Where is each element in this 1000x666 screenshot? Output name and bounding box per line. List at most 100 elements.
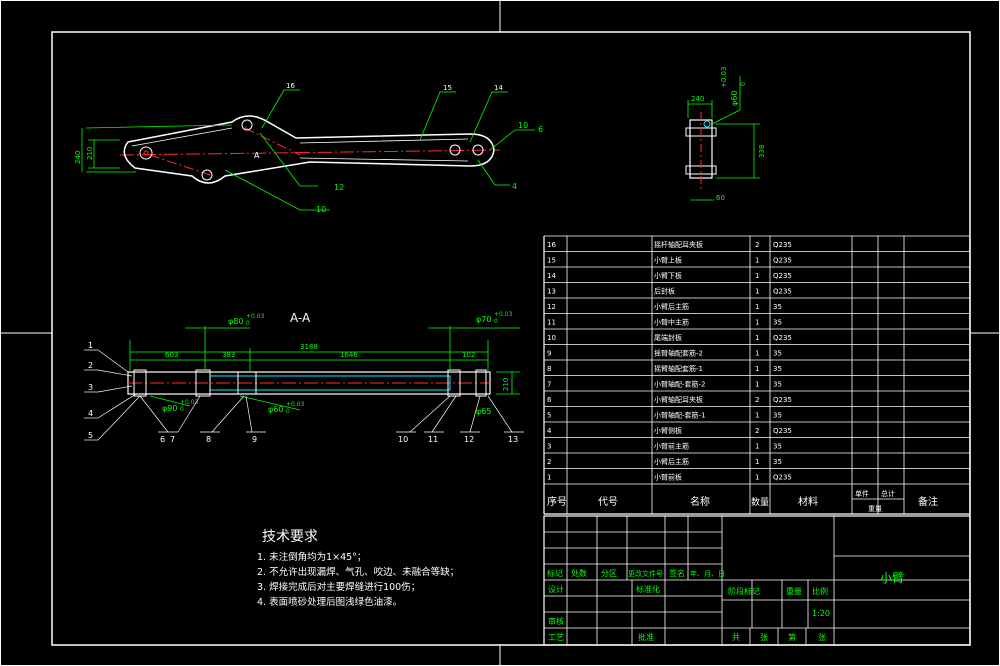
bom-row-name: 小臂后主筋 bbox=[654, 302, 689, 311]
bom-header-total: 总计 bbox=[881, 489, 895, 498]
bom-row-qty: 1 bbox=[755, 365, 759, 373]
svg-text:◦: ◦ bbox=[244, 124, 248, 131]
bom-row-name: 小臂上板 bbox=[654, 256, 682, 265]
bom-row-no: 8 bbox=[547, 365, 551, 373]
bom-row-qty: 1 bbox=[755, 412, 759, 420]
part-ref-15: 15 bbox=[443, 84, 452, 92]
bom-row-no: 6 bbox=[547, 396, 552, 404]
section-label: A-A bbox=[290, 311, 311, 325]
bom-row-name: 小臂中主筋 bbox=[654, 318, 689, 327]
bom-row-no: 9 bbox=[547, 350, 551, 358]
bom-row-qty: 2 bbox=[755, 396, 759, 404]
side-dim-338: 338 bbox=[758, 145, 766, 158]
bom-row-material: 35 bbox=[773, 319, 782, 327]
bom-row-name: 小臂侧板 bbox=[654, 426, 682, 435]
tb-part-name: 小臂 bbox=[880, 571, 904, 585]
tech-req-title: 技术要求 bbox=[262, 529, 318, 545]
bom-header-note: 备注 bbox=[918, 495, 938, 508]
tech-requirements: 技术要求 1. 未注倒角均为1×45°； 2. 不允许出现漏焊、气孔、咬边、未融… bbox=[257, 529, 459, 608]
callout-9: 9 bbox=[252, 435, 257, 444]
sec-dim-102: 102 bbox=[462, 351, 475, 359]
dim-210: 210 bbox=[86, 147, 94, 160]
bom-row-qty: 1 bbox=[755, 350, 759, 358]
side-dim-phi60: φ60 bbox=[730, 91, 739, 106]
bom-header-weight: 重量 bbox=[868, 505, 882, 513]
fit-phi70: φ70 bbox=[476, 315, 491, 324]
fit-phi70-low: 0 bbox=[494, 318, 498, 325]
tb-stage-mark: 阶段标记 bbox=[728, 586, 760, 596]
side-dim-tol-up: +0.03 bbox=[720, 67, 728, 88]
weld-symbol-2: 6 bbox=[538, 125, 543, 134]
title-block: 标记 处数 分区 更改文件号 签名 年、月、日 设计 标准化 审核 工艺 批准 … bbox=[543, 515, 971, 646]
weld-symbol-4: 10 bbox=[316, 205, 326, 214]
callout-8: 8 bbox=[206, 435, 211, 444]
bom-row-name: 小臂下板 bbox=[654, 271, 682, 280]
tb-count: 处数 bbox=[571, 568, 587, 578]
bom-row-material: 35 bbox=[773, 303, 782, 311]
bom-row-material: Q235 bbox=[773, 427, 792, 435]
bom-row-no: 12 bbox=[547, 303, 556, 311]
fit-phi90-tol: +0.03 bbox=[180, 399, 199, 406]
bom-row-qty: 2 bbox=[755, 427, 759, 435]
bom-row-qty: 1 bbox=[755, 474, 759, 482]
fit-phi80: φ80 bbox=[228, 317, 243, 326]
sec-dim-210: 210 bbox=[502, 378, 510, 391]
bom-row-name: 摇臂轴配套筋-2 bbox=[654, 349, 703, 358]
bom-row-name: 尾端封板 bbox=[654, 333, 682, 342]
bom-row-material: Q235 bbox=[773, 257, 792, 265]
bom-row-name: 小臂后主筋 bbox=[654, 457, 689, 466]
tb-standardizer: 标准化 bbox=[636, 584, 660, 594]
bom-row-no: 15 bbox=[547, 257, 556, 265]
tb-sign: 签名 bbox=[669, 568, 685, 578]
fit-phi60-low: 0 bbox=[286, 408, 290, 415]
fit-phi70-tol: +0.03 bbox=[494, 311, 513, 318]
bom-row-material: Q235 bbox=[773, 396, 792, 404]
sec-dim-1646: 1646 bbox=[340, 351, 358, 359]
tech-req-item-1: 1. 未注倒角均为1×45°； bbox=[257, 551, 366, 563]
tb-process: 工艺 bbox=[548, 633, 564, 642]
bom-row-no: 14 bbox=[547, 272, 556, 280]
top-view: ◦ 16 15 14 10 6 12 10 4 210 240 A bbox=[74, 82, 543, 214]
fit-phi60-tol: +0.03 bbox=[286, 401, 305, 408]
bom-row-qty: 1 bbox=[755, 272, 759, 280]
bom-row-qty: 1 bbox=[755, 443, 759, 451]
bom-row-qty: 1 bbox=[755, 458, 759, 466]
bom-header-no: 序号 bbox=[547, 495, 567, 508]
side-view: 240 φ60 +0.03 0 338 60 bbox=[685, 67, 766, 202]
view-marker-a: A bbox=[254, 151, 260, 160]
callout-4: 4 bbox=[88, 409, 93, 418]
bom-row-qty: 1 bbox=[755, 381, 759, 389]
bom-row-name: 后封板 bbox=[654, 287, 675, 296]
tb-date: 年、月、日 bbox=[690, 569, 725, 578]
bom-row-name: 小臂轴配耳夹板 bbox=[654, 395, 703, 404]
callout-5: 5 bbox=[88, 431, 93, 440]
bom-row-no: 4 bbox=[547, 427, 552, 435]
part-ref-14: 14 bbox=[494, 84, 503, 92]
tb-zone: 分区 bbox=[601, 569, 617, 578]
bom-row-no: 1 bbox=[547, 474, 551, 482]
bom-row-name: 小臂轴配-套筋-2 bbox=[654, 380, 706, 389]
callout-6: 6 bbox=[160, 435, 165, 444]
tb-sheets: 共 bbox=[732, 633, 740, 642]
callout-12: 12 bbox=[464, 435, 474, 444]
bom-row-material: Q235 bbox=[773, 288, 792, 296]
bom-row-material: 35 bbox=[773, 412, 782, 420]
bom-header-material: 材料 bbox=[798, 495, 818, 508]
fit-phi80-low: 0 bbox=[246, 320, 250, 327]
tb-weight: 重量 bbox=[786, 586, 802, 596]
bom-row-material: 35 bbox=[773, 443, 782, 451]
tb-mark: 标记 bbox=[547, 568, 563, 578]
tb-ratio: 比例 bbox=[812, 586, 828, 596]
tb-change-doc: 更改文件号 bbox=[628, 569, 663, 578]
bom-row-qty: 1 bbox=[755, 288, 759, 296]
bom-row-name: 小臂前主筋 bbox=[654, 442, 689, 451]
sec-dim-3188: 3188 bbox=[300, 343, 318, 351]
bom-row-no: 7 bbox=[547, 381, 551, 389]
tech-req-item-2: 2. 不允许出现漏焊、气孔、咬边、未融合等缺； bbox=[257, 566, 459, 578]
tb-scale: 1:20 bbox=[812, 609, 830, 618]
bom-row-material: Q235 bbox=[773, 474, 792, 482]
bom-row-material: 35 bbox=[773, 458, 782, 466]
fit-phi80-tol: +0.03 bbox=[246, 313, 265, 320]
bom-row-no: 2 bbox=[547, 458, 551, 466]
bom-row-name: 摇杆轴配耳夹板 bbox=[654, 240, 703, 249]
